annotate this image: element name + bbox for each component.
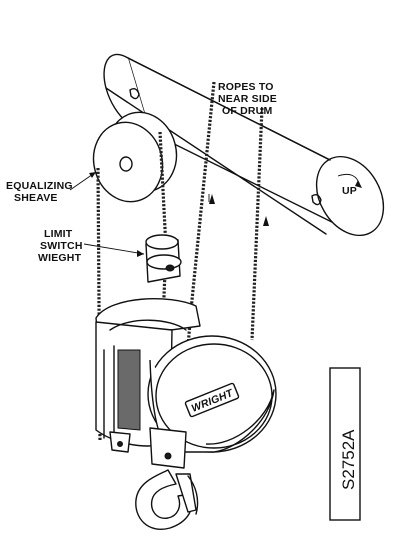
figure-code-box: S2752A (329, 367, 361, 521)
ropes-label-line2: NEAR SIDE (218, 93, 277, 105)
label-equalizing-sheave: EQUALIZING SHEAVE (6, 171, 97, 204)
limit-label-line3: WIEGHT (38, 252, 82, 264)
equalizing-label-line2: SHEAVE (14, 192, 58, 204)
hoist-block: WRIGHT (95, 298, 277, 469)
limit-label-line2: SWITCH (40, 240, 83, 252)
equalizing-label-line1: EQUALIZING (6, 180, 73, 192)
limit-label-line1: LIMIT (44, 228, 73, 240)
up-label: UP (342, 185, 357, 197)
hook (135, 469, 199, 530)
drum: UP (103, 53, 385, 237)
ropes-label-line1: ROPES TO (218, 81, 274, 93)
limit-switch-weight (145, 234, 182, 283)
label-limit-switch-weight: LIMIT SWITCH WIEGHT (38, 228, 145, 264)
ropes-label-line3: OF DRUM (222, 105, 272, 117)
figure-code-label: S2752A (339, 429, 358, 490)
label-ropes-to-drum: ROPES TO NEAR SIDE OF DRUM (218, 81, 277, 117)
